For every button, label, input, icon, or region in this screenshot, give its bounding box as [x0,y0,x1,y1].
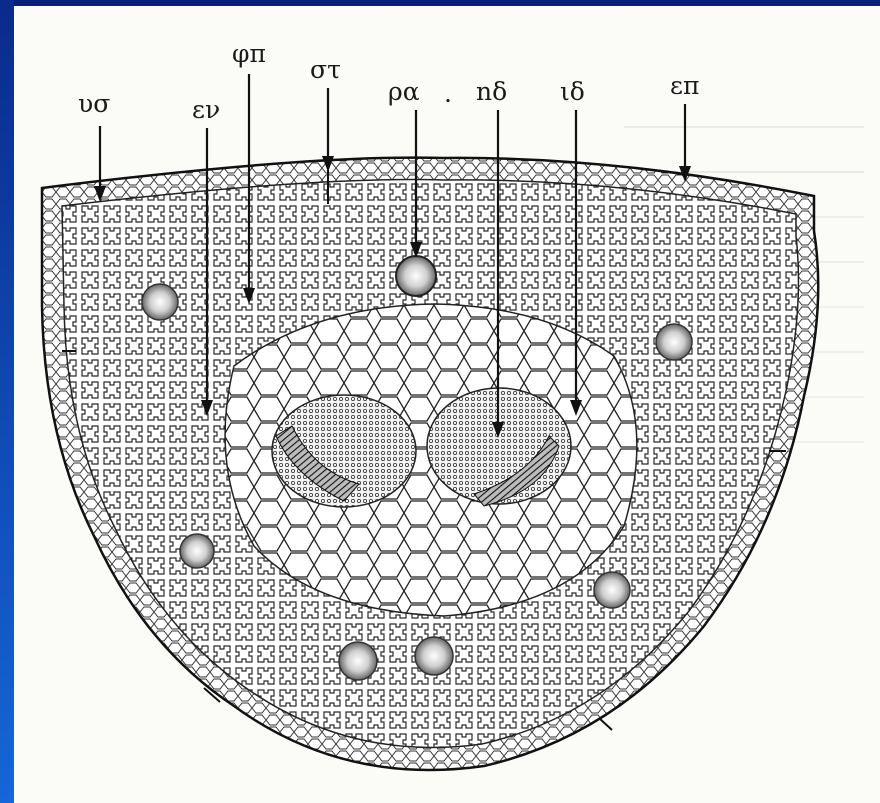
leaf-cross-section-diagram: υσ εν φπ στ ρα . [14,6,880,803]
svg-text:στ: στ [310,55,341,84]
svg-text:ιδ: ιδ [560,77,585,106]
left-accent-bar [0,0,14,803]
label-dot: . [444,79,452,108]
svg-text:nδ: nδ [476,77,507,106]
scanned-page: υσ εν φπ στ ρα . [14,6,880,803]
svg-text:εν: εν [192,95,220,124]
label-st: στ [310,55,341,172]
svg-text:φπ: φπ [232,39,266,68]
svg-text:ρα: ρα [388,77,420,106]
svg-text:επ: επ [670,71,699,100]
svg-text:υσ: υσ [78,89,110,118]
